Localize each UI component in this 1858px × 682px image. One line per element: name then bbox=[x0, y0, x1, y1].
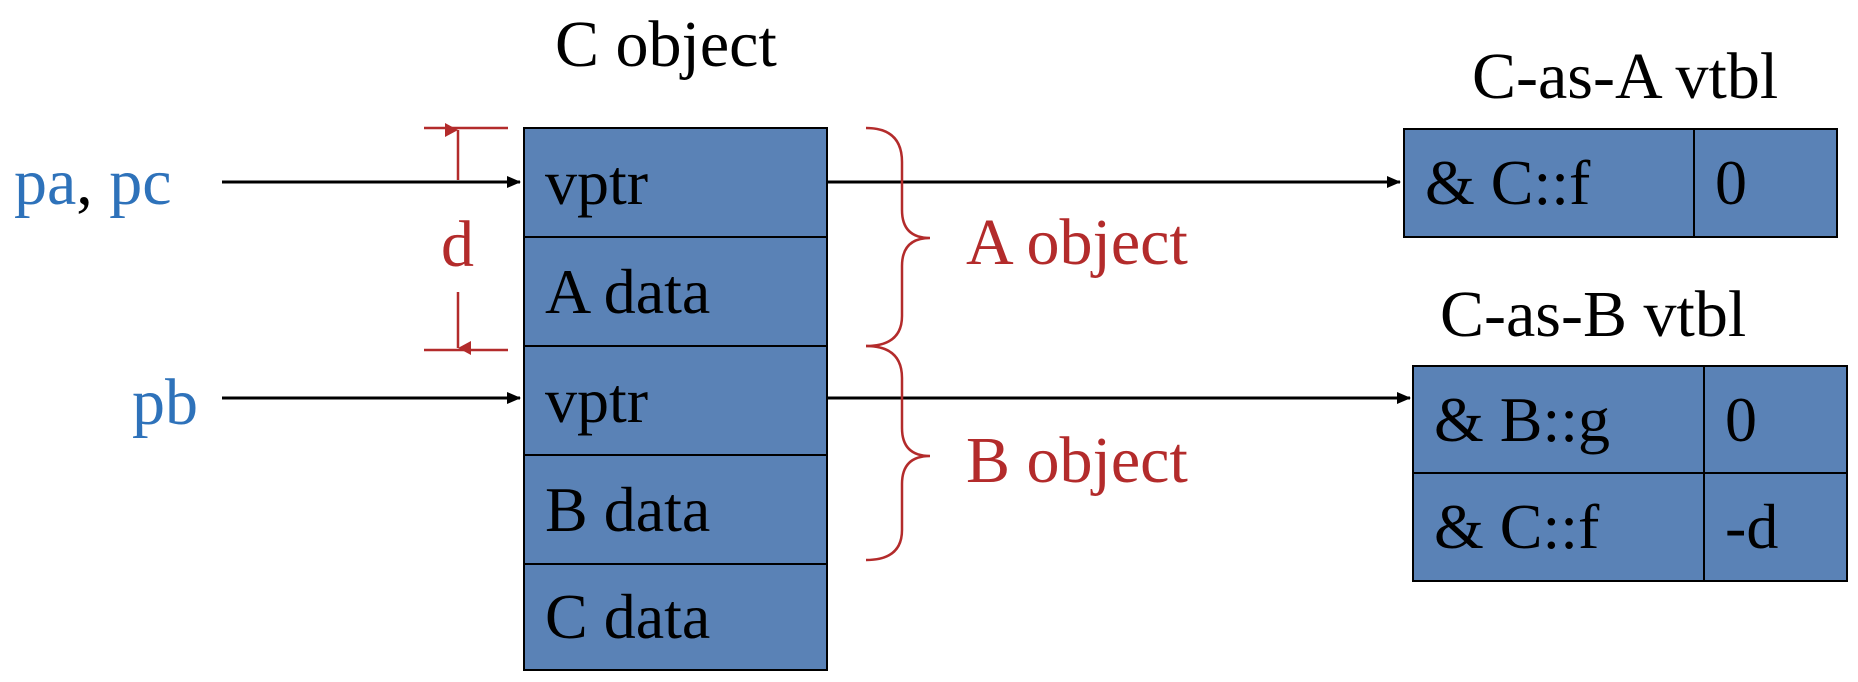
a-object-brace bbox=[865, 126, 931, 348]
c-object-a-data-cell: A data bbox=[523, 236, 828, 347]
a-object-label: A object bbox=[966, 206, 1188, 279]
vtbl-offset-label: 0 bbox=[1725, 383, 1757, 455]
vtbl-a-offset-cell: 0 bbox=[1693, 128, 1838, 238]
cell-label: A data bbox=[545, 255, 711, 327]
vtbl-b-entry-cell-1: & B::g bbox=[1412, 365, 1705, 474]
b-object-brace bbox=[865, 344, 931, 562]
cell-label: B data bbox=[545, 473, 711, 545]
c-object-vptr-b-cell: vptr bbox=[523, 345, 828, 456]
b-object-label: B object bbox=[966, 424, 1188, 497]
comma-separator: , bbox=[76, 146, 93, 219]
pb-label: pb bbox=[132, 366, 198, 439]
cell-label: C data bbox=[545, 581, 711, 652]
c-object-vptr-a-cell: vptr bbox=[523, 127, 828, 238]
vtbl-b-offset-cell-2: -d bbox=[1703, 472, 1848, 582]
vtbl-offset-label: 0 bbox=[1715, 147, 1747, 218]
pc-label: pc bbox=[109, 146, 172, 219]
offset-d-label: d bbox=[441, 208, 474, 281]
vtbl-a-title: C-as-A vtbl bbox=[1472, 40, 1779, 113]
vtbl-entry-label: & C::f bbox=[1434, 491, 1600, 562]
vtbl-b-title: C-as-B vtbl bbox=[1440, 278, 1747, 351]
vtbl-b-entry-cell-2: & C::f bbox=[1412, 472, 1705, 582]
cell-label: vptr bbox=[545, 364, 649, 436]
vtbl-b-offset-cell-1: 0 bbox=[1703, 365, 1848, 474]
vtbl-entry-label: & C::f bbox=[1425, 147, 1591, 218]
pa-pc-label: pa, pc bbox=[14, 150, 172, 216]
cell-label: vptr bbox=[545, 146, 649, 218]
vtbl-offset-label: -d bbox=[1725, 491, 1779, 562]
pa-label: pa bbox=[14, 146, 77, 219]
c-object-b-data-cell: B data bbox=[523, 454, 828, 565]
c-object-title: C object bbox=[555, 8, 777, 81]
vtbl-a-entry-cell: & C::f bbox=[1403, 128, 1695, 238]
vtbl-entry-label: & B::g bbox=[1434, 383, 1611, 455]
c-object-c-data-cell: C data bbox=[523, 563, 828, 671]
